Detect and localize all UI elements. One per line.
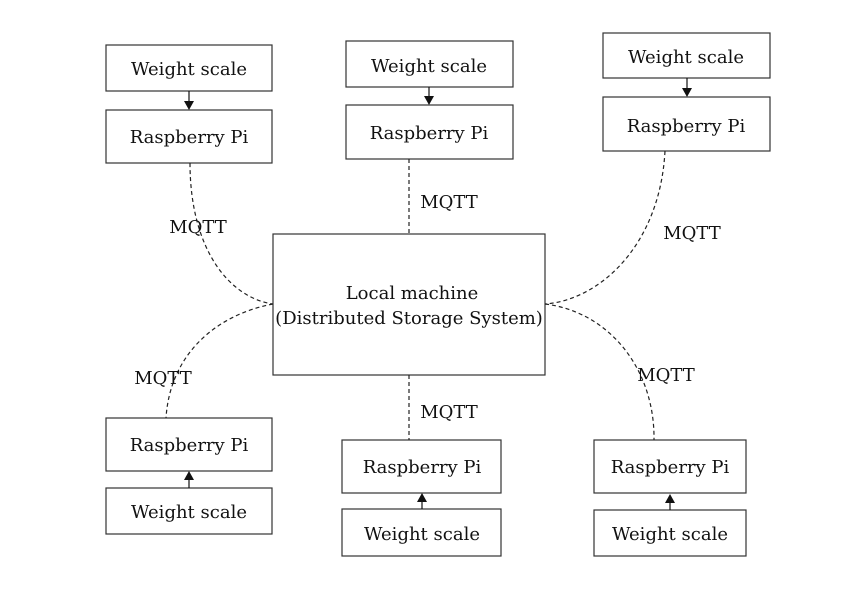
node-top-left: Weight scale Raspberry Pi MQTT (105, 44, 274, 305)
arrow-head (417, 493, 427, 502)
arrow-head (682, 88, 692, 97)
node-bottom-right: Raspberry Pi Weight scale MQTT (544, 303, 747, 557)
mqtt-link (544, 303, 655, 441)
arrow-head (665, 494, 675, 503)
raspberry-pi-box (105, 109, 273, 164)
weight-scale-box (593, 509, 747, 557)
weight-scale-label: Weight scale (131, 502, 247, 523)
weight-scale-label: Weight scale (612, 524, 728, 545)
local-machine-subtitle: (Distributed Storage System) (275, 308, 543, 329)
raspberry-pi-label: Raspberry Pi (370, 123, 489, 144)
mqtt-label: MQTT (134, 368, 192, 389)
raspberry-pi-label: Raspberry Pi (130, 127, 249, 148)
raspberry-pi-label: Raspberry Pi (363, 457, 482, 478)
local-machine-node: Local machine (Distributed Storage Syste… (272, 233, 546, 376)
mqtt-link (189, 162, 274, 305)
weight-scale-box (345, 40, 514, 88)
weight-scale-box (105, 487, 273, 535)
arrow-head (184, 471, 194, 480)
local-machine-title: Local machine (346, 283, 479, 304)
mqtt-label: MQTT (420, 402, 478, 423)
raspberry-pi-label: Raspberry Pi (130, 435, 249, 456)
weight-scale-box (341, 508, 502, 557)
mqtt-label: MQTT (637, 365, 695, 386)
raspberry-pi-box (593, 439, 747, 494)
node-top-right: Weight scale Raspberry Pi MQTT (544, 32, 771, 305)
raspberry-pi-label: Raspberry Pi (611, 457, 730, 478)
arrow-head (184, 101, 194, 110)
weight-scale-label: Weight scale (628, 47, 744, 68)
raspberry-pi-box (105, 417, 273, 472)
raspberry-pi-box (345, 104, 514, 160)
weight-scale-label: Weight scale (364, 524, 480, 545)
node-bottom-left: Raspberry Pi Weight scale MQTT (105, 303, 274, 535)
weight-scale-label: Weight scale (131, 59, 247, 80)
arrow-head (424, 96, 434, 105)
weight-scale-label: Weight scale (371, 56, 487, 77)
raspberry-pi-box (602, 96, 771, 152)
node-bottom-center: Raspberry Pi Weight scale MQTT (341, 375, 502, 557)
mqtt-label: MQTT (420, 192, 478, 213)
raspberry-pi-box (341, 439, 502, 494)
mqtt-link (165, 303, 274, 419)
weight-scale-box (105, 44, 273, 92)
mqtt-label: MQTT (169, 217, 227, 238)
mqtt-link (544, 150, 666, 305)
node-top-center: Weight scale Raspberry Pi MQTT (345, 40, 514, 234)
raspberry-pi-label: Raspberry Pi (627, 116, 746, 137)
mqtt-label: MQTT (663, 223, 721, 244)
weight-scale-box (602, 32, 771, 79)
